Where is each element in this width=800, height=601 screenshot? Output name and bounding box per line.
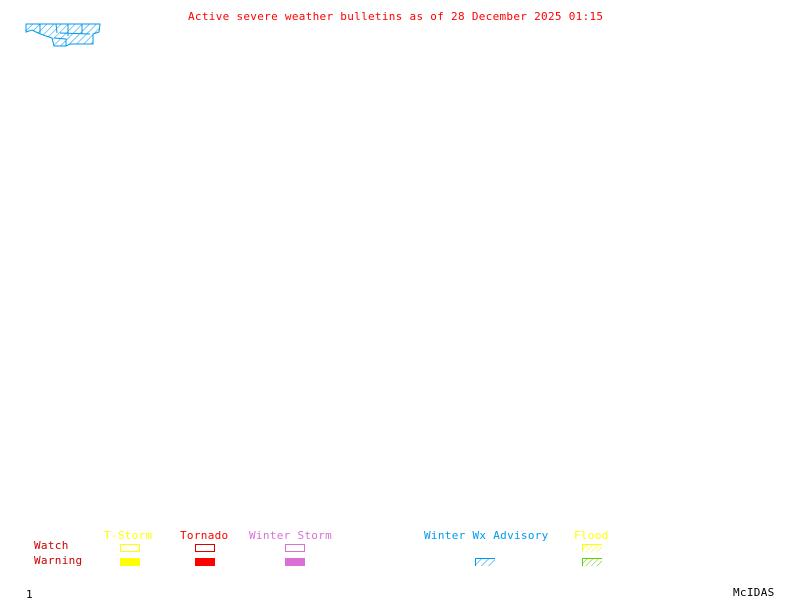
swatch-winter-storm-watch <box>285 544 305 552</box>
swatch-flood-watch <box>582 544 602 552</box>
frame-number: 1 <box>26 588 33 601</box>
page-title: Active severe weather bulletins as of 28… <box>188 10 604 23</box>
swatch-winter-advisory <box>475 558 495 566</box>
swatch-winter-storm-warning <box>285 558 305 566</box>
swatch-tornado-warning <box>195 558 215 566</box>
legend-header-winter-storm: Winter Storm <box>249 529 333 542</box>
legend-row-warning: Warning <box>34 554 83 567</box>
swatch-tstorm-warning <box>120 558 140 566</box>
swatch-tstorm-watch <box>120 544 140 552</box>
swatch-tornado-watch <box>195 544 215 552</box>
legend-header-flood: Flood <box>574 529 609 542</box>
swatch-flood-warning <box>582 558 602 566</box>
legend-row-watch: Watch <box>34 539 69 552</box>
legend-header-tstorm: T-Storm <box>104 529 153 542</box>
legend-header-winter-advisory: Winter Wx Advisory <box>424 529 549 542</box>
brand-label: McIDAS <box>733 586 775 599</box>
legend-header-tornado: Tornado <box>180 529 229 542</box>
advisory-area[interactable] <box>25 23 101 47</box>
